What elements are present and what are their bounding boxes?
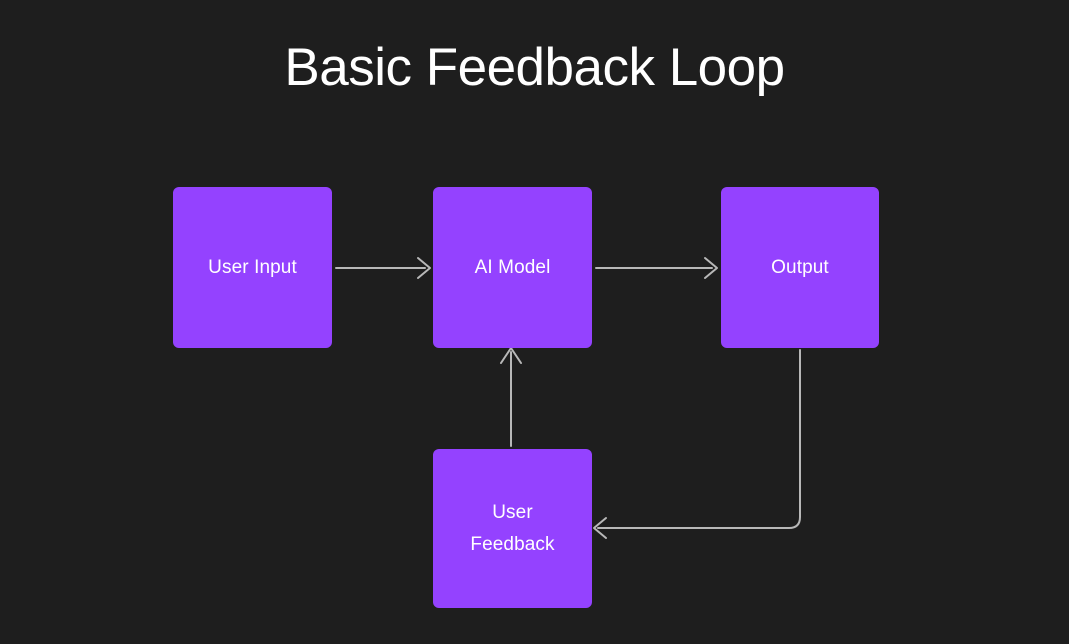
node-user-feedback[interactable]: User Feedback	[433, 449, 592, 608]
node-ai-model-label: AI Model	[474, 256, 551, 278]
node-output[interactable]: Output	[721, 187, 879, 348]
edge-user-input-to-ai-model	[335, 257, 431, 279]
node-output-label: Output	[771, 256, 829, 278]
edge-ai-model-to-output	[595, 257, 718, 279]
edge-output-to-user-feedback	[593, 349, 801, 539]
edge-user-feedback-to-ai-model	[500, 347, 522, 447]
node-user-feedback-label: User Feedback	[470, 501, 555, 555]
page-title: Basic Feedback Loop	[284, 38, 785, 97]
node-ai-model[interactable]: AI Model	[433, 187, 592, 348]
node-user-input[interactable]: User Input	[173, 187, 332, 348]
node-user-input-label: User Input	[208, 256, 297, 278]
